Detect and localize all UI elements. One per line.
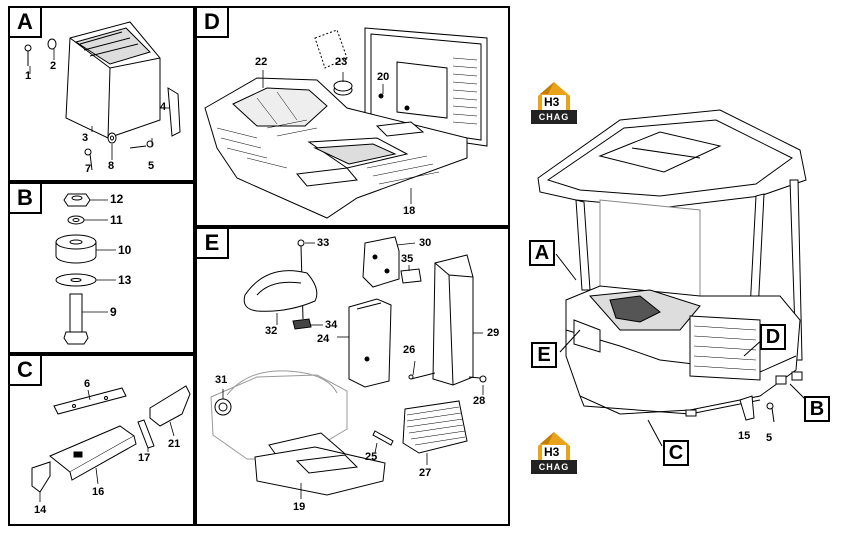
panel-d: D xyxy=(195,6,510,227)
callout-c: C xyxy=(663,440,689,466)
label-e-30: 30 xyxy=(419,237,432,249)
panel-c-letter: C xyxy=(10,356,42,386)
label-d-20: 20 xyxy=(377,71,390,83)
label-c-17: 17 xyxy=(138,452,151,464)
logo-mark-text: H3 xyxy=(544,95,560,109)
label-a-4: 4 xyxy=(160,101,167,113)
label-e-33: 33 xyxy=(317,237,330,249)
label-e-32: 32 xyxy=(265,325,278,337)
label-d-23: 23 xyxy=(335,56,348,68)
panel-d-drawing xyxy=(204,27,488,219)
label-a-3: 3 xyxy=(82,132,89,144)
panel-b-drawing xyxy=(55,193,116,345)
label-e-25: 25 xyxy=(365,451,378,463)
label-c-6: 6 xyxy=(84,378,91,390)
brand-logo-bottom: H3 CHAG xyxy=(528,428,580,476)
label-b-12: 12 xyxy=(110,192,124,206)
panel-a-letter: A xyxy=(10,8,42,38)
label-a-1: 1 xyxy=(25,70,32,82)
label-overview-5: 5 xyxy=(766,432,773,444)
logo-mark-icon xyxy=(538,82,570,110)
panel-a: A xyxy=(8,6,195,182)
label-e-35: 35 xyxy=(401,253,414,265)
label-d-22: 22 xyxy=(255,56,268,68)
label-overview-15: 15 xyxy=(738,430,751,442)
label-b-9: 9 xyxy=(110,305,117,319)
logo-mark-text: H3 xyxy=(544,445,560,459)
label-d-18: 18 xyxy=(403,205,416,217)
panel-e-drawing xyxy=(210,236,487,499)
label-e-24: 24 xyxy=(317,333,330,345)
logo-text: CHAG xyxy=(531,460,577,474)
label-a-2: 2 xyxy=(50,60,57,72)
label-e-29: 29 xyxy=(487,327,500,339)
panel-e-letter: E xyxy=(197,229,229,259)
panel-c-drawing xyxy=(31,385,191,502)
label-b-11: 11 xyxy=(110,213,123,227)
label-e-34: 34 xyxy=(325,319,338,331)
panel-b-letter: B xyxy=(10,184,42,214)
callout-e: E xyxy=(531,342,557,368)
brand-logo-top: H3 CHAG xyxy=(528,78,580,126)
label-e-27: 27 xyxy=(419,467,432,479)
callout-b: B xyxy=(804,396,830,422)
label-b-13: 13 xyxy=(118,273,132,287)
callout-a: A xyxy=(529,240,555,266)
label-e-19: 19 xyxy=(293,501,306,513)
label-a-8: 8 xyxy=(108,160,115,172)
label-a-5: 5 xyxy=(148,160,155,172)
label-c-21: 21 xyxy=(168,438,181,450)
label-c-14: 14 xyxy=(34,504,47,516)
label-b-10: 10 xyxy=(118,243,132,257)
label-c-16: 16 xyxy=(92,486,105,498)
label-a-7: 7 xyxy=(85,163,92,175)
logo-text: CHAG xyxy=(531,110,577,124)
panel-c: C 6 17 21 16 14 xyxy=(8,354,195,526)
panel-e: E xyxy=(195,227,510,526)
label-e-28: 28 xyxy=(473,395,486,407)
label-e-31: 31 xyxy=(215,374,228,386)
panel-b: B 12 xyxy=(8,182,195,354)
callout-d: D xyxy=(760,324,786,350)
label-e-26: 26 xyxy=(403,344,416,356)
logo-mark-icon xyxy=(538,432,570,460)
panel-a-drawing xyxy=(24,21,181,171)
panel-d-letter: D xyxy=(197,8,229,38)
